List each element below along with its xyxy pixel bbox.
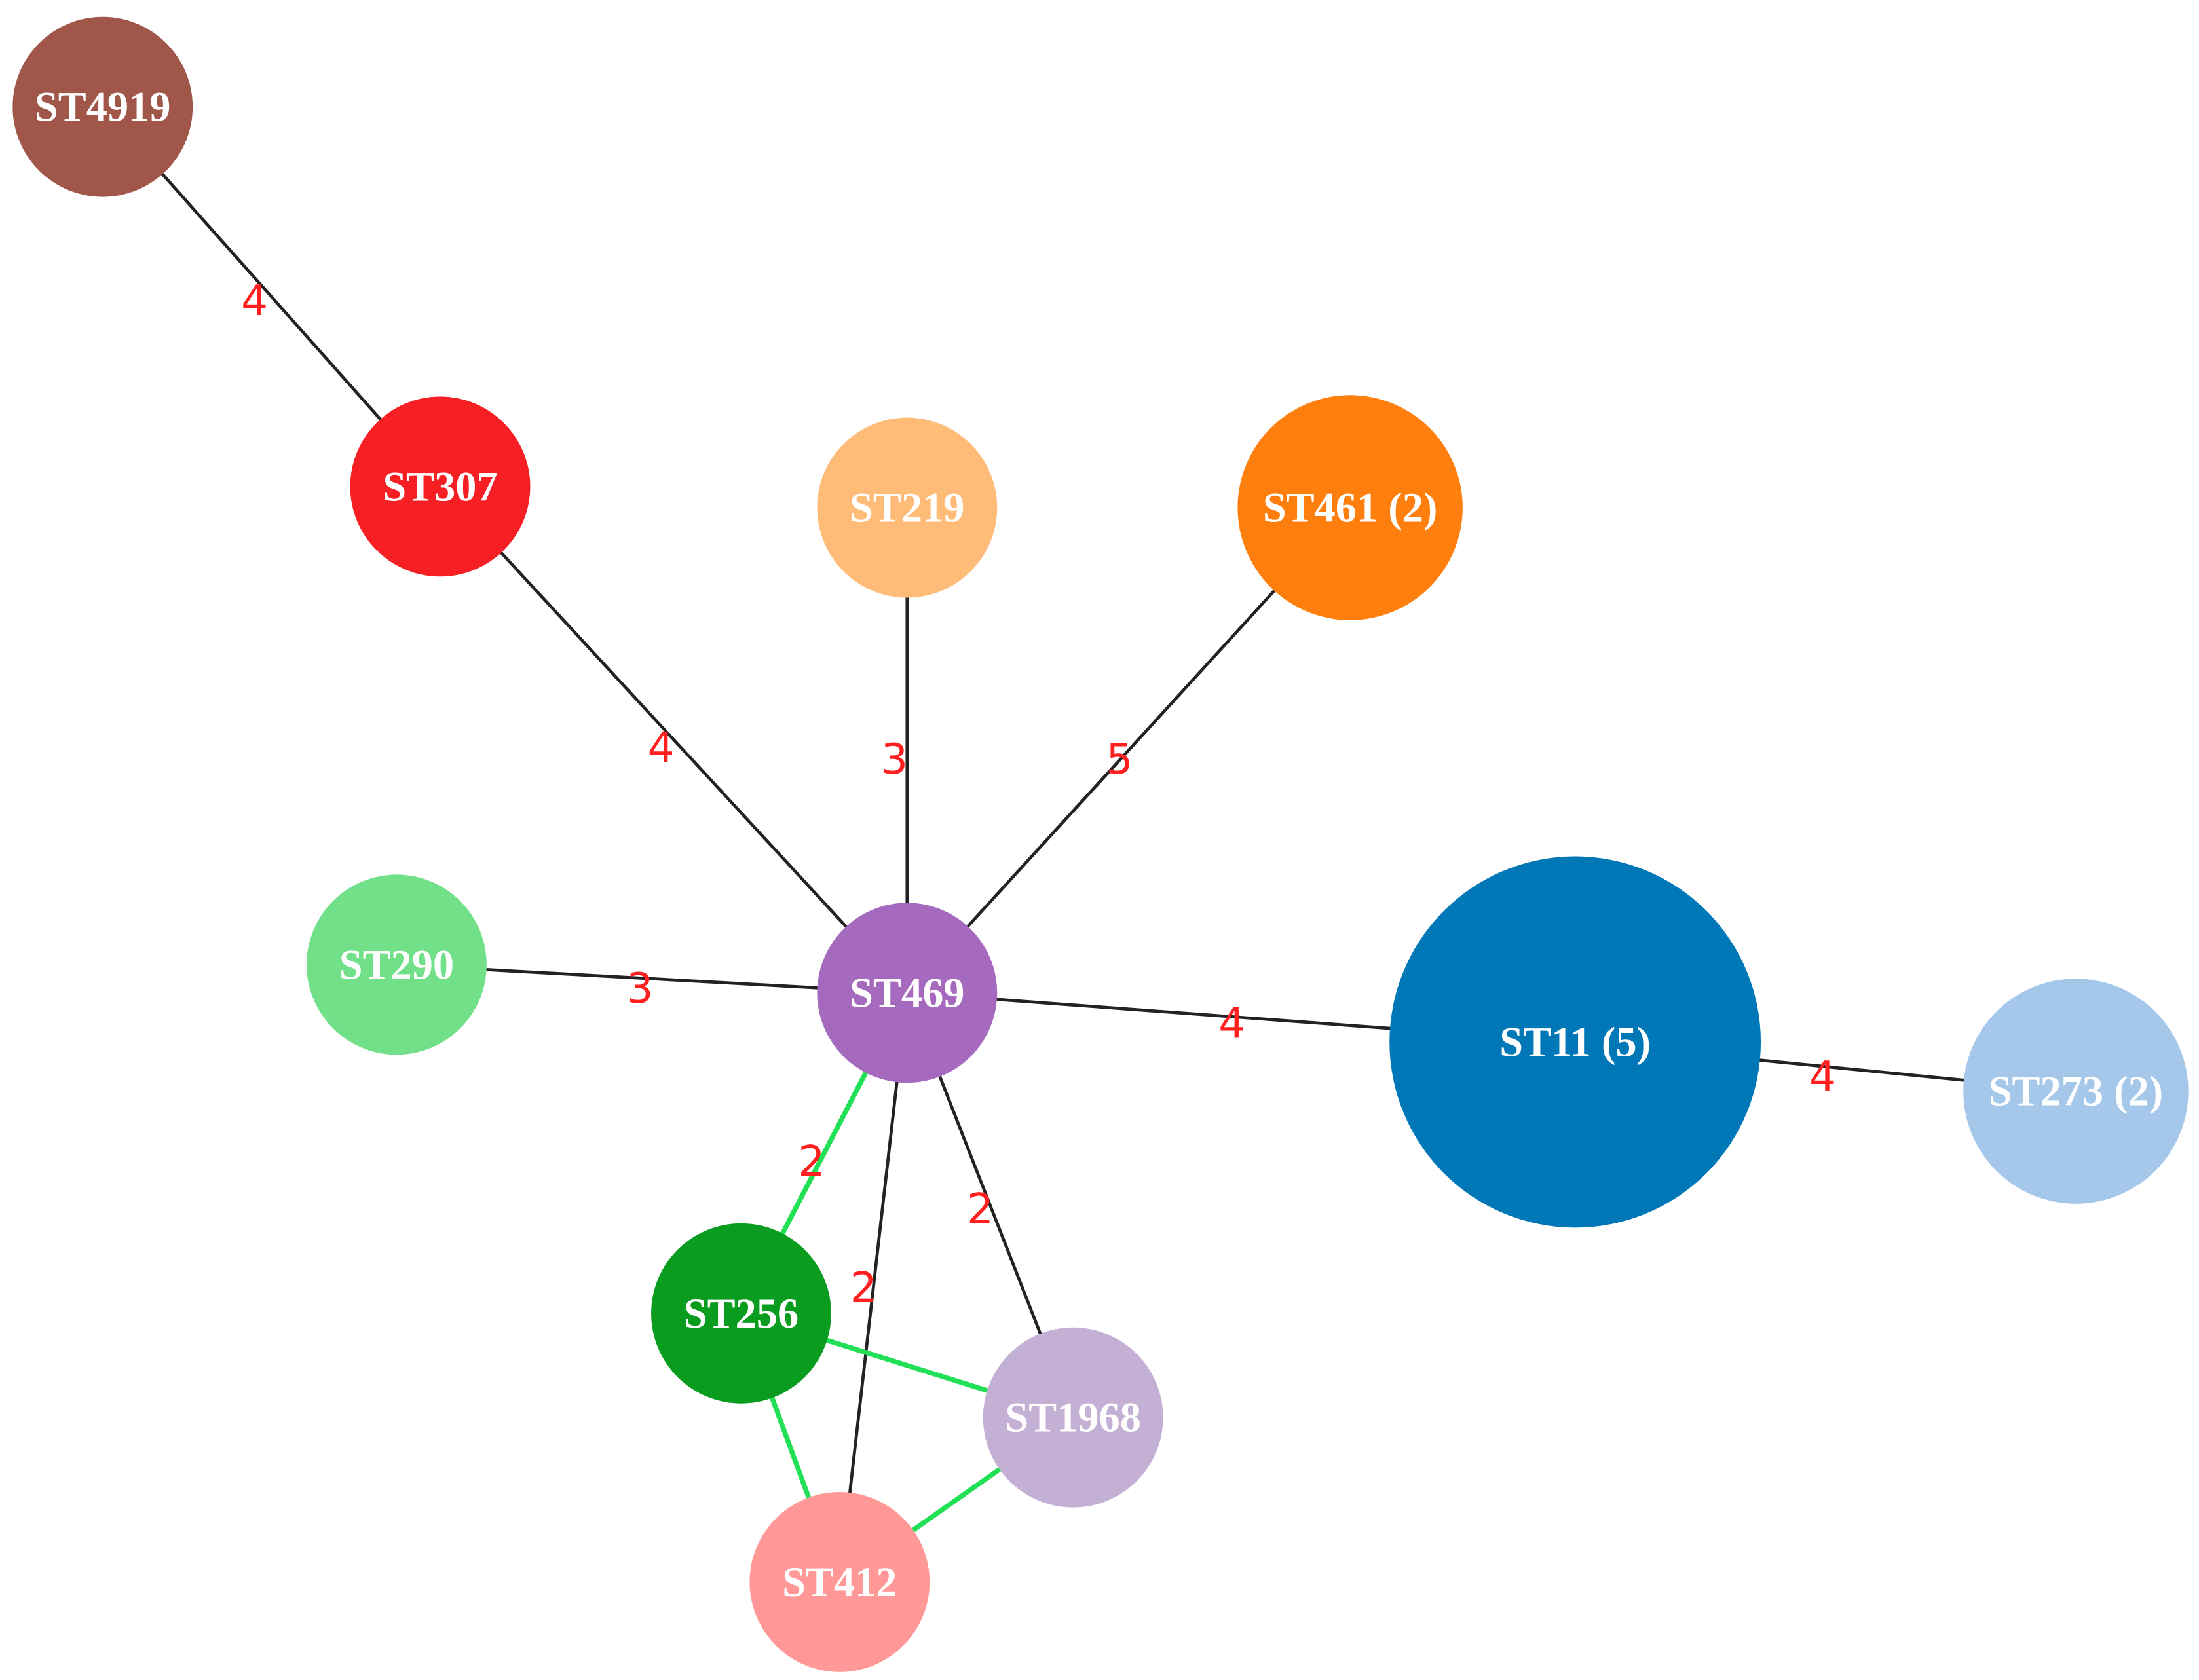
node-label: ST1968 <box>1005 1394 1141 1441</box>
node-st256: ST256 <box>651 1223 831 1404</box>
node-circle <box>651 1223 831 1404</box>
node-circle <box>983 1327 1163 1508</box>
node-circle <box>817 903 998 1083</box>
node-circle <box>1963 979 2189 1204</box>
node-st461: ST461 (2) <box>1237 395 1463 620</box>
node-st273: ST273 (2) <box>1963 979 2189 1204</box>
node-label: ST469 <box>850 969 964 1016</box>
node-st11: ST11 (5) <box>1389 856 1761 1228</box>
node-st219: ST219 <box>817 417 998 598</box>
edge-weight-label: 4 <box>241 276 268 326</box>
node-st469: ST469 <box>817 903 998 1083</box>
node-circle <box>307 874 487 1055</box>
edge-weight-label: 2 <box>798 1137 825 1186</box>
node-circle <box>749 1491 930 1672</box>
edge-weight-label: 4 <box>1218 999 1245 1049</box>
node-circle <box>1389 856 1761 1228</box>
edge-weight-label: 2 <box>850 1263 877 1313</box>
edge-weight-label: 3 <box>881 735 908 784</box>
edge-st469-st412 <box>838 992 909 1582</box>
node-circle <box>817 417 998 598</box>
node-label: ST219 <box>850 485 964 531</box>
node-circle <box>350 396 531 577</box>
node-label: ST4919 <box>35 84 171 130</box>
node-st4919: ST4919 <box>12 16 193 197</box>
node-label: ST412 <box>782 1559 897 1605</box>
edge-labels-layer: 4 4 3 5 3 4 4 2 2 2 <box>241 276 1836 1313</box>
node-label: ST11 (5) <box>1499 1018 1651 1065</box>
node-label: ST290 <box>339 941 454 988</box>
node-circle <box>12 16 193 197</box>
node-label: ST307 <box>383 463 497 510</box>
edge-st307-st469 <box>439 485 909 994</box>
edge-weight-label: 2 <box>967 1185 994 1234</box>
node-label: ST273 (2) <box>1989 1068 2164 1115</box>
edge-weight-label: 4 <box>1809 1053 1836 1102</box>
edge-weight-label: 3 <box>626 964 653 1013</box>
node-st307: ST307 <box>350 396 531 577</box>
node-st290: ST290 <box>307 874 487 1055</box>
edge-weight-label: 5 <box>1106 735 1133 784</box>
node-label: ST256 <box>684 1290 799 1337</box>
edge-weight-label: 4 <box>648 724 675 773</box>
node-circle <box>1237 395 1463 620</box>
node-label: ST461 (2) <box>1263 485 1438 531</box>
node-st1968: ST1968 <box>983 1327 1163 1508</box>
node-st412: ST412 <box>749 1491 930 1672</box>
